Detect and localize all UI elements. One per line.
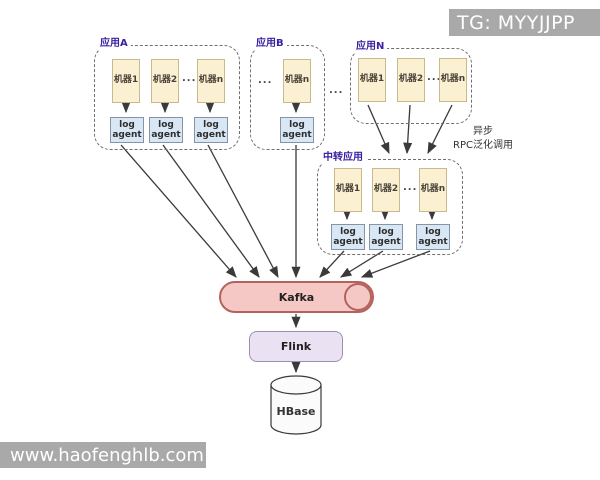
arrow-agent-to-kafka — [162, 144, 260, 278]
log-agent-box: log agent — [331, 224, 365, 250]
machine-box: 机器1 — [358, 58, 386, 102]
machine-box: 机器2 — [151, 59, 179, 103]
log-agent-box: log agent — [280, 117, 314, 143]
group-relay-app-label: 中转应用 — [320, 152, 366, 164]
annotation-line2: RPC泛化调用 — [453, 140, 513, 151]
kafka-cylinder-endcap — [344, 283, 372, 311]
arrow-agent-to-kafka — [120, 144, 237, 278]
machine-box: 机器2 — [397, 58, 425, 102]
machine-box: 机器n — [419, 168, 447, 212]
kafka-node: Kafka — [219, 281, 374, 313]
group-relay-app: 中转应用 机器1 机器2 ... 机器n log agent log agent… — [317, 152, 463, 255]
machine-box: 机器n — [197, 59, 225, 103]
log-agent-box: log agent — [369, 224, 403, 250]
group-app-b: 应用B ... 机器n log agent — [250, 38, 325, 150]
hbase-label: HBase — [276, 405, 315, 418]
ellipsis: ... — [403, 182, 418, 193]
arrow-agent-to-kafka — [207, 144, 279, 279]
group-app-a-label: 应用A — [97, 38, 131, 50]
machine-box: 机器n — [439, 58, 467, 102]
log-agent-box: log agent — [110, 117, 144, 143]
ellipsis: ... — [427, 72, 442, 83]
watermark-top-right: TG: MYYJJPP — [449, 9, 600, 36]
flink-node: Flink — [249, 331, 343, 362]
ellipsis: ... — [258, 75, 273, 86]
database-cylinder-icon: HBase — [270, 375, 322, 435]
machine-box: 机器1 — [334, 168, 362, 212]
kafka-label: Kafka — [278, 290, 315, 304]
watermark-bottom-left: www.haofenghlb.com — [0, 442, 206, 468]
ellipsis-between-groups: ... — [329, 85, 344, 96]
log-agent-box: log agent — [416, 224, 450, 250]
ellipsis: ... — [182, 73, 197, 84]
machine-box: 机器1 — [112, 59, 140, 103]
annotation-line1: 异步 — [473, 126, 493, 137]
machine-box: 机器2 — [372, 168, 400, 212]
flink-label: Flink — [280, 340, 312, 353]
hbase-node: HBase — [269, 374, 323, 436]
annotation-async-rpc: 异步 RPC泛化调用 — [435, 125, 531, 153]
group-app-b-label: 应用B — [253, 38, 287, 50]
log-agent-box: log agent — [149, 117, 183, 143]
group-app-a: 应用A 机器1 机器2 ... 机器n log agent log agent … — [94, 38, 240, 150]
log-agent-box: log agent — [194, 117, 228, 143]
machine-box: 机器n — [283, 59, 311, 103]
group-app-n-label: 应用N — [353, 41, 388, 53]
group-app-n: 应用N 机器1 机器2 ... 机器n — [350, 41, 472, 124]
